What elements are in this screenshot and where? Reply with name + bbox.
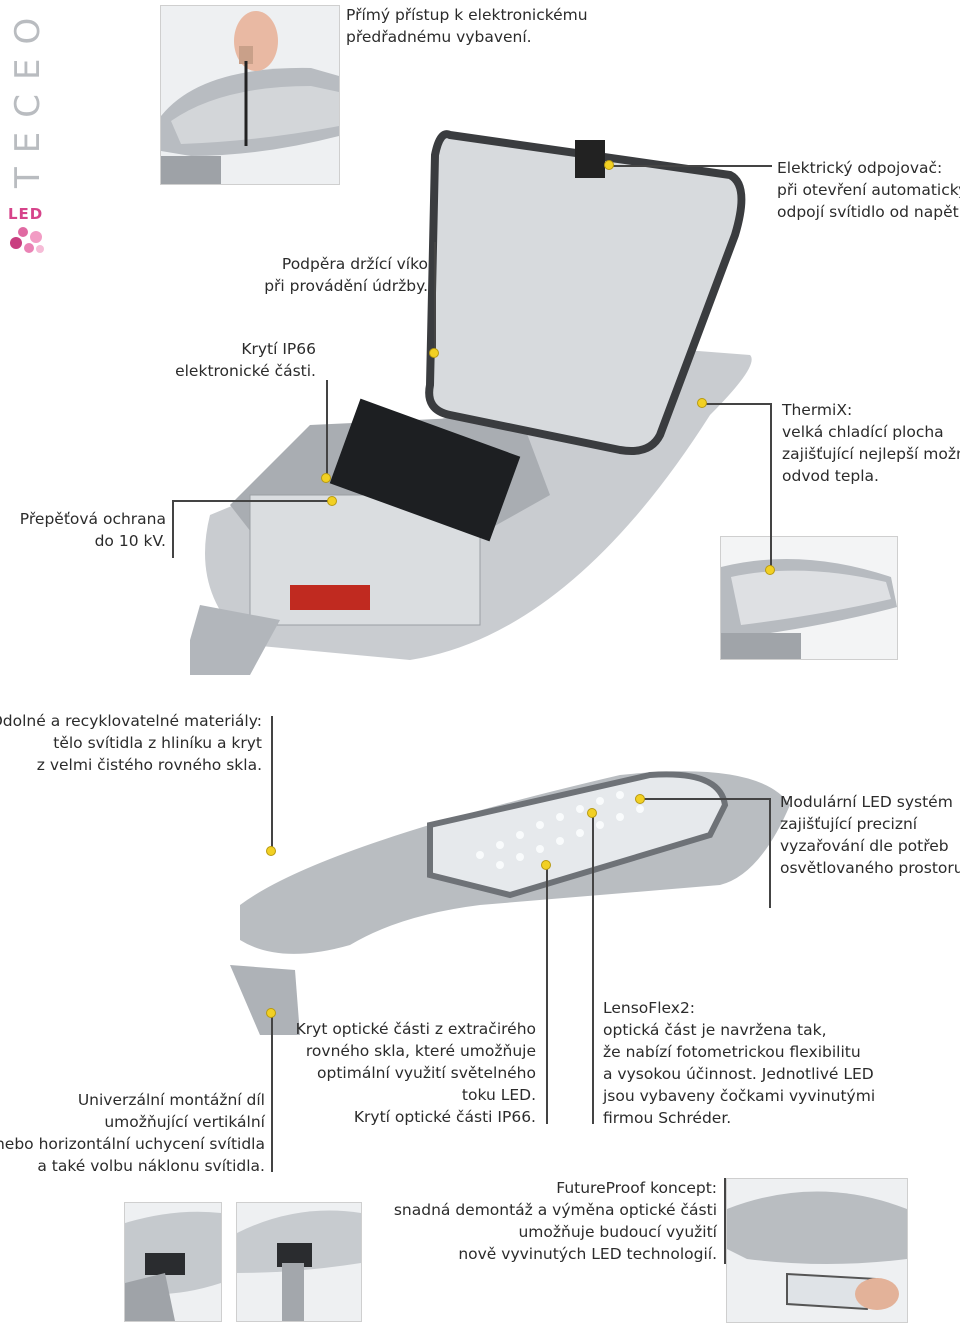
luminaire-open-illustration — [180, 115, 770, 675]
leader-materials-v — [271, 716, 273, 850]
marker-mounting — [266, 1008, 276, 1018]
leader-thermix-v — [770, 403, 772, 569]
leader-lensoflex-v — [592, 812, 594, 1124]
leader-thermix-h — [702, 403, 772, 405]
photo-futureproof-optic — [726, 1178, 908, 1323]
marker-support — [429, 348, 439, 358]
luminaire-closed-illustration — [200, 765, 800, 1035]
marker-ip66 — [321, 473, 331, 483]
marker-surge — [327, 496, 337, 506]
photo-mounting-vertical — [124, 1202, 222, 1322]
leader-mounting-v — [271, 1012, 273, 1172]
marker-modular — [635, 794, 645, 804]
leader-surge-v — [172, 500, 174, 558]
marker-thermix-detail — [765, 565, 775, 575]
marker-lensoflex — [587, 808, 597, 818]
leader-modular-v — [769, 798, 771, 908]
brand-wordmark: TECEO — [4, 0, 48, 190]
photo-screwdriver-access — [160, 5, 340, 185]
leader-optic-cover-v — [546, 864, 548, 1124]
callout-lensoflex: LensoFlex2:optická část je navržena tak,… — [603, 999, 876, 1127]
marker-optic-cover — [541, 860, 551, 870]
leader-support-v — [434, 242, 436, 352]
callout-materials: Odolné a recyklovatelné materiály:tělo s… — [0, 712, 262, 774]
marker-thermix — [697, 398, 707, 408]
leader-ip66-v — [326, 380, 328, 478]
photo-thermix-detail — [720, 536, 898, 660]
marker-materials — [266, 846, 276, 856]
leader-futureproof-v — [724, 1178, 726, 1264]
marker-disconnector — [604, 160, 614, 170]
led-logo-text: LED — [8, 205, 44, 223]
brand-name: TECEO — [8, 3, 48, 188]
leader-surge-h — [172, 500, 332, 502]
leader-disconnector-h — [610, 165, 772, 167]
led-logo: LED — [6, 205, 48, 260]
callout-futureproof: FutureProof koncept:snadná demontáž a vý… — [393, 1179, 717, 1263]
photo-mounting-horizontal — [236, 1202, 362, 1322]
leader-modular-h — [640, 798, 770, 800]
callout-disconnector: Elektrický odpojovač:při otevření automa… — [777, 159, 960, 221]
